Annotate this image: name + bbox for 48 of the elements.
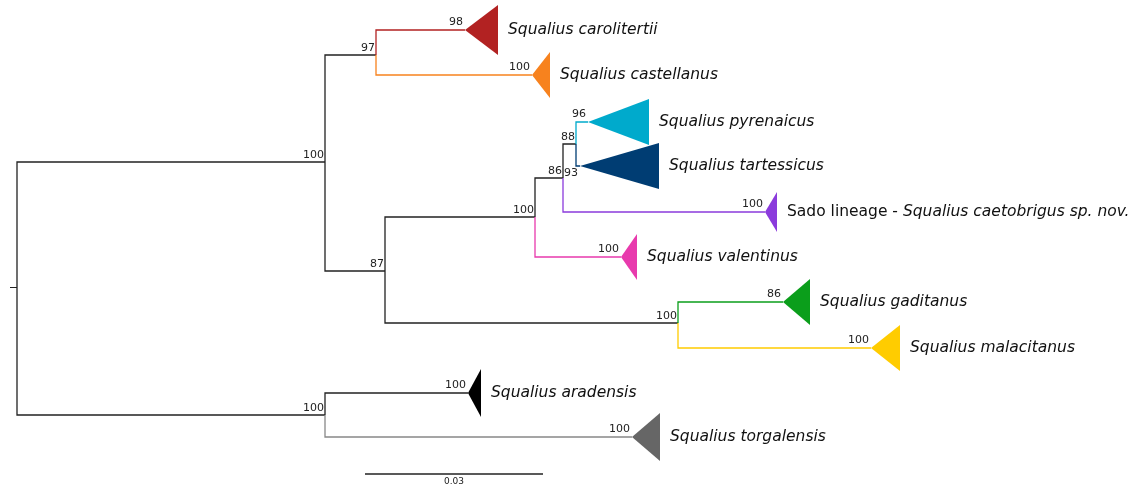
support-value: 100 (848, 334, 869, 346)
tree-branch (16, 287, 326, 416)
root-stub (10, 287, 17, 290)
tree-branch (575, 121, 589, 145)
species-name: Squalius malacitanus (910, 338, 1075, 356)
tree-branch (324, 392, 469, 416)
species-name: Squalius tartessicus (669, 156, 824, 174)
support-value: 100 (598, 243, 619, 255)
species-name: Squalius castellanus (560, 65, 718, 83)
tree-branch (324, 161, 386, 272)
support-value: 93 (564, 167, 578, 179)
tree-branch (324, 414, 633, 438)
tree-branch (375, 29, 466, 56)
support-value: 96 (572, 108, 586, 120)
tree-branch (384, 216, 536, 272)
species-name: Squalius aradensis (491, 383, 637, 401)
species-name: Squalius pyrenaicus (659, 112, 815, 130)
support-value: 100 (303, 402, 324, 414)
species-name: Squalius valentinus (647, 247, 798, 265)
tree-branch (575, 143, 581, 167)
support-value: 100 (445, 379, 466, 391)
support-value: 86 (767, 288, 781, 300)
support-value: 100 (513, 204, 534, 216)
tree-branch (562, 143, 577, 179)
support-value: 86 (548, 165, 562, 177)
support-value: 97 (361, 42, 375, 54)
tree-branch (534, 177, 564, 218)
support-value: 88 (561, 131, 575, 143)
species-name: Squalius torgalensis (670, 427, 826, 445)
support-value: 87 (370, 258, 384, 270)
species-name: Squalius carolitertii (508, 20, 658, 38)
support-value: 100 (509, 61, 530, 73)
support-value: 100 (303, 149, 324, 161)
tree-branch (324, 54, 377, 163)
tree-branch (677, 301, 784, 324)
species-name: Squalius gaditanus (820, 292, 968, 310)
species-name: Sado lineage - Squalius caetobrigus sp. nov. (787, 202, 1130, 220)
tree-branch (16, 161, 326, 289)
support-value: 100 (656, 310, 677, 322)
support-value: 100 (609, 423, 630, 435)
tree-branch (677, 322, 872, 349)
support-value: 100 (742, 198, 763, 210)
tree-branch (384, 270, 679, 324)
tree-branch (534, 216, 622, 258)
tree-branch (375, 54, 533, 76)
scale-value: 0.03 (444, 476, 465, 486)
support-value: 98 (449, 16, 463, 28)
tree-branch (562, 177, 766, 213)
